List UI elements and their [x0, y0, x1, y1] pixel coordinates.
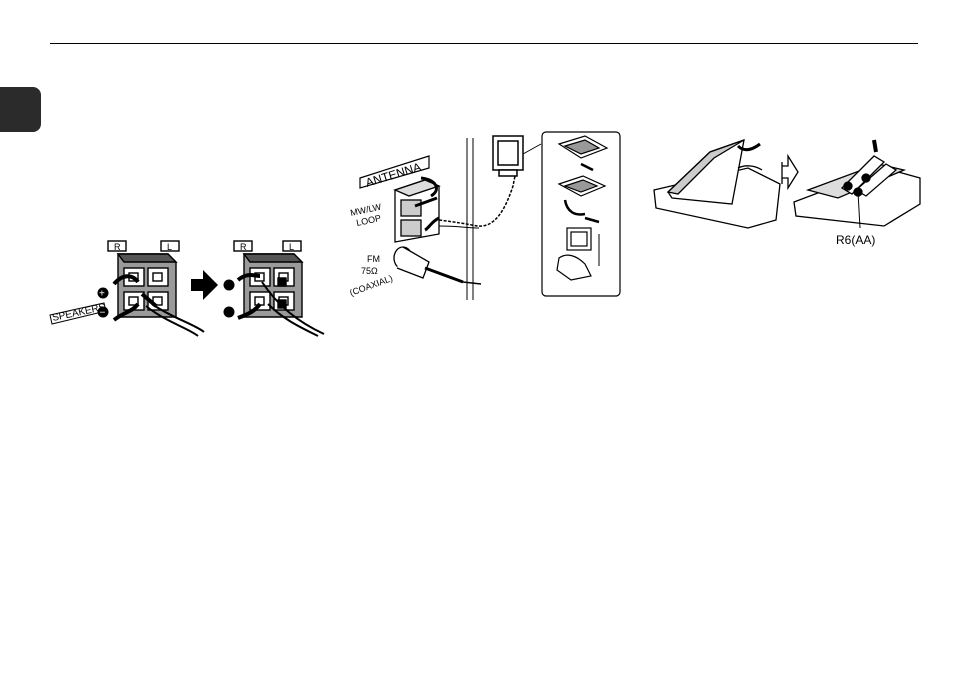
fm-label: FM: [367, 254, 380, 264]
loop-antenna-wire: [439, 176, 515, 226]
plus-terminal-icon-2: [224, 280, 235, 291]
fm-impedance-label: 75Ω: [361, 266, 378, 276]
remote-lid-open: [654, 140, 780, 228]
antenna-connection-figure: ANTENNA MW/LW LOOP FM 75Ω (COAXIAL): [345, 130, 625, 300]
loop-antenna-icon: [493, 136, 523, 176]
right-channel-label: R: [114, 242, 121, 252]
plus-symbol: +: [99, 289, 105, 300]
left-channel-label-2: L: [289, 242, 294, 252]
remote-batteries-inserted: [794, 140, 920, 226]
antenna-assembly-inset: [542, 132, 620, 296]
next-step-arrow-icon: [191, 270, 218, 300]
remote-battery-figure: R6(AA): [648, 128, 924, 250]
header-rule: [50, 43, 918, 44]
fm-coaxial-plug-icon: [394, 247, 481, 284]
battery-type-label: R6(AA): [836, 233, 875, 247]
swap-arrow-icon: [782, 156, 798, 188]
speaker-terminal-after: [234, 241, 324, 336]
minus-terminal-icon-2: [224, 307, 235, 318]
fm-coaxial-label: (COAXIAL): [348, 273, 394, 298]
left-channel-label: L: [167, 242, 172, 252]
speaker-connection-figure: SPEAKERS + − R L R L: [48, 232, 333, 337]
right-channel-label-2: R: [240, 242, 247, 252]
section-tab: [0, 87, 41, 132]
antenna-terminal-block: [395, 178, 439, 242]
speaker-terminal-before: [108, 241, 204, 336]
minus-symbol: −: [100, 308, 106, 319]
